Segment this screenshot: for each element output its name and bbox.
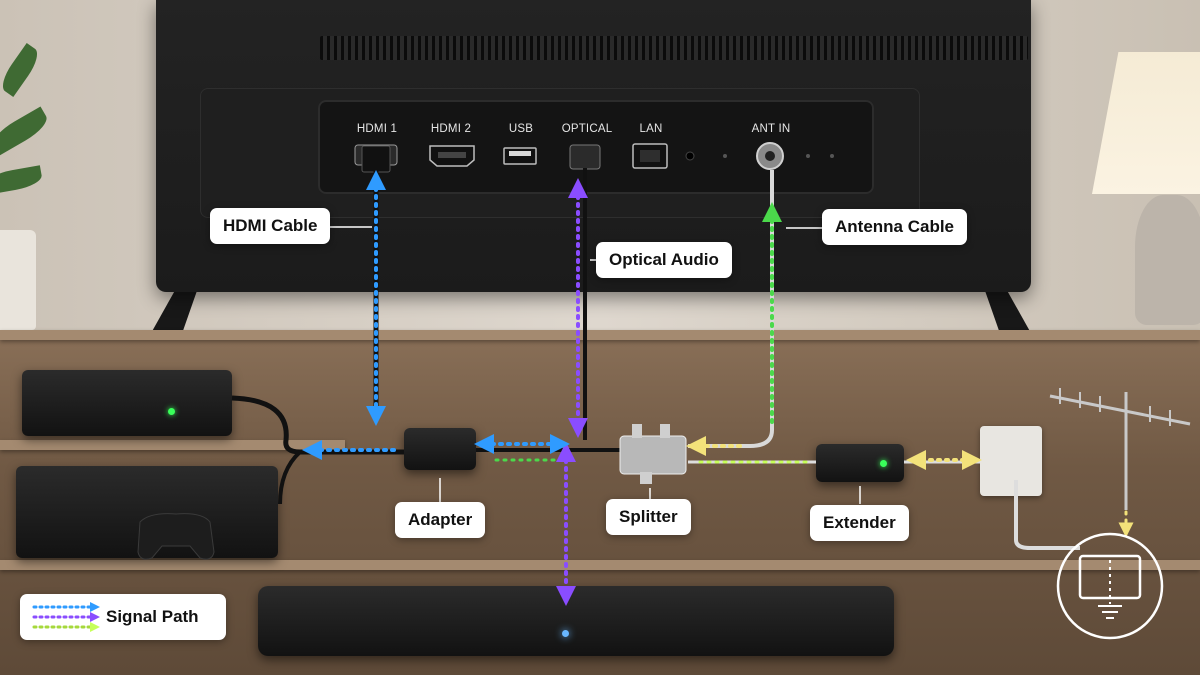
port-label-usb: USB [508, 123, 534, 135]
ant-in-port [756, 142, 784, 170]
hdmi1-port [354, 144, 398, 173]
status-led [880, 460, 887, 467]
port-label-lan: LAN [639, 123, 663, 135]
tv-vent [320, 36, 1028, 60]
streaming-box [22, 370, 232, 436]
antenna-ground-diagram-icon [1056, 532, 1164, 640]
outdoor-cable-line [1014, 480, 1080, 550]
antenna-cable-line [688, 170, 774, 448]
signal-path-arrows-icon [32, 602, 100, 632]
legend: Signal Path [20, 594, 226, 640]
tv-antenna-icon [1049, 388, 1191, 510]
usb-port [503, 147, 537, 165]
console-cable-line [278, 450, 302, 505]
port-label-optical: OPTICAL [561, 123, 613, 135]
game-controller-icon [137, 513, 215, 560]
legend-label: Signal Path [106, 607, 199, 626]
port-dot [806, 154, 810, 158]
extender-device [816, 444, 904, 482]
wall-plate [980, 426, 1042, 496]
lan-port [632, 143, 668, 169]
callout-optical-audio: Optical Audio [596, 242, 732, 278]
port-label-hdmi1: HDMI 1 [356, 123, 398, 135]
callout-splitter: Splitter [606, 499, 691, 535]
port-hole [685, 151, 695, 161]
callout-adapter: Adapter [395, 502, 486, 538]
shelf-left [0, 440, 345, 450]
adapter-device [404, 428, 476, 470]
hdmi2-port [429, 145, 475, 167]
splitter-device [619, 424, 687, 484]
callout-antenna-cable: Antenna Cable [822, 209, 968, 245]
streaming-cable-line [231, 395, 404, 455]
port-label-ant-in: ANT IN [751, 123, 791, 135]
callout-extender: Extender [810, 505, 909, 541]
callout-hdmi-cable: HDMI Cable [210, 208, 331, 244]
port-dot [723, 154, 727, 158]
plant-pot [0, 230, 36, 330]
port-dot [830, 154, 834, 158]
soundbar-led [562, 630, 569, 637]
console-top [0, 330, 1200, 340]
soundbar [258, 586, 894, 656]
shelf-bottom [0, 560, 1200, 570]
lamp-base [1135, 195, 1200, 325]
port-label-hdmi2: HDMI 2 [430, 123, 472, 135]
status-led [168, 408, 175, 415]
